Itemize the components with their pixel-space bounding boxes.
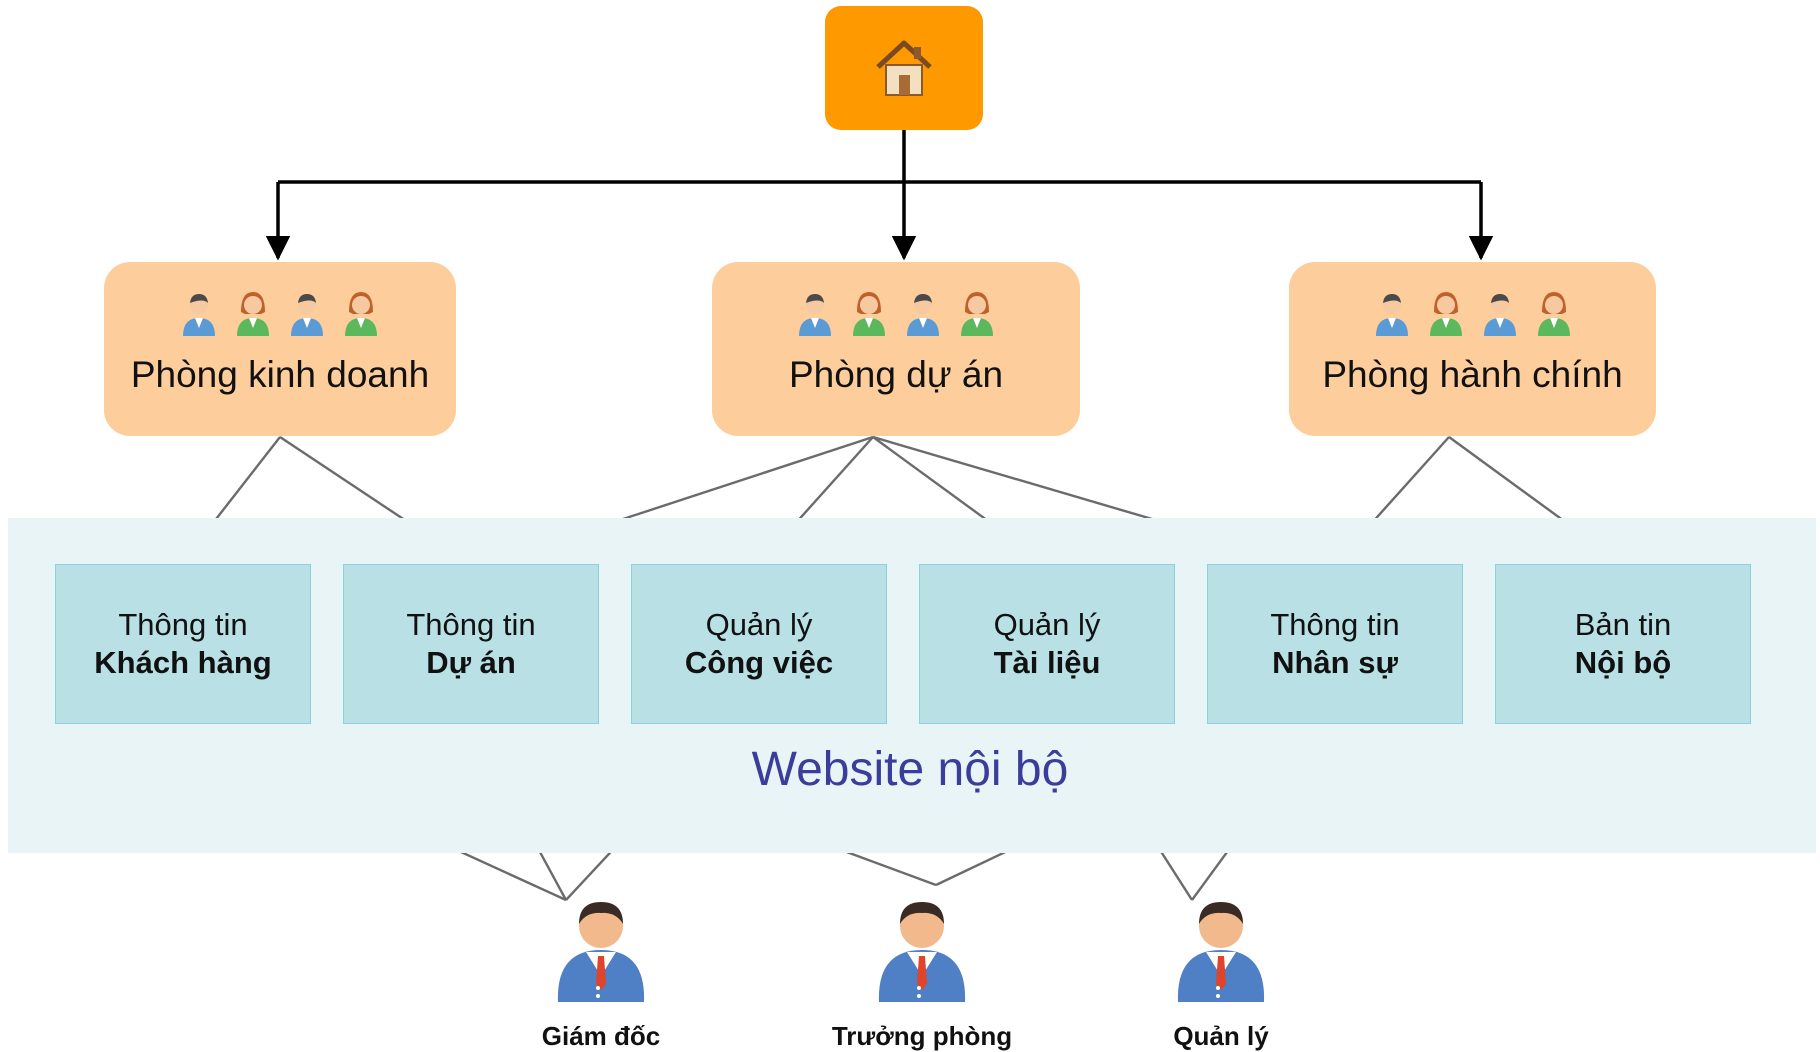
department-node-projects[interactable]: Phòng dự án [712,262,1080,436]
module-internal-news[interactable]: Bản tin Nội bộ [1495,564,1751,724]
module-hr-info[interactable]: Thông tin Nhân sự [1207,564,1463,724]
department-node-admin[interactable]: Phòng hành chính [1289,262,1656,436]
module-label-line1: Thông tin [118,607,248,642]
businessman-icon [1172,892,1270,1009]
module-label-line2: Nhân sự [1272,645,1398,680]
role-director[interactable]: Giám đốc [491,892,711,1052]
module-label-line2: Khách hàng [94,645,272,680]
people-group-icon [1372,288,1574,340]
module-customer-info[interactable]: Thông tin Khách hàng [55,564,311,724]
people-group-icon [795,288,997,340]
module-project-info[interactable]: Thông tin Dự án [343,564,599,724]
department-node-sales[interactable]: Phòng kinh doanh [104,262,456,436]
home-node[interactable] [825,6,983,130]
module-label-line2: Tài liệu [993,645,1101,680]
module-label-line1: Thông tin [406,607,536,642]
module-label-line1: Quản lý [993,607,1101,642]
department-name: Phòng dự án [788,354,1004,395]
role-manager[interactable]: Quản lý [1111,892,1331,1052]
role-name: Quản lý [1173,1021,1269,1051]
house-icon [876,40,932,96]
role-department-head[interactable]: Trưởng phòng [812,892,1032,1052]
module-label-line2: Dự án [426,645,516,680]
businessman-icon [552,892,650,1009]
businessman-icon [873,892,971,1009]
module-task-management[interactable]: Quản lý Công việc [631,564,887,724]
people-group-icon [179,288,381,340]
module-document-management[interactable]: Quản lý Tài liệu [919,564,1175,724]
department-name: Phòng hành chính [1322,354,1623,395]
role-name: Trưởng phòng [831,1021,1013,1051]
module-label-line1: Thông tin [1270,607,1400,642]
website-label: Website nội bộ [751,743,1069,796]
module-label-line2: Công việc [684,645,834,680]
module-label-line1: Quản lý [705,607,813,642]
module-label-line1: Bản tin [1574,607,1672,642]
module-label-line2: Nội bộ [1574,645,1672,680]
role-name: Giám đốc [541,1021,661,1051]
department-name: Phòng kinh doanh [130,354,430,395]
